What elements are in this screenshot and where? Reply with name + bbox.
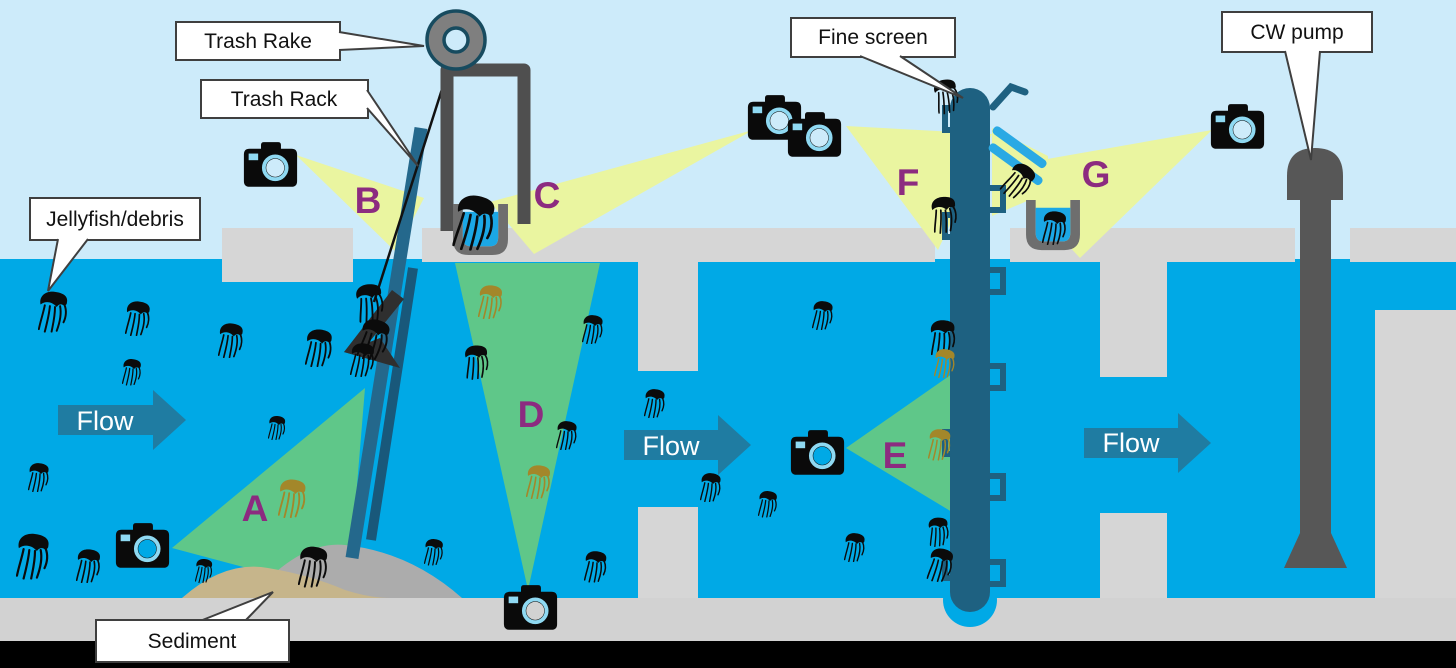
screen-brackets — [942, 105, 1006, 587]
label-camera-g: G — [1082, 154, 1111, 195]
view-cone-e — [846, 374, 952, 512]
wall1-upper — [638, 262, 698, 371]
callout-sediment: Sediment — [95, 591, 290, 663]
label-camera-b: B — [355, 180, 382, 221]
flow-arrow-right — [1084, 413, 1211, 473]
flow-arrow-middle — [624, 415, 751, 475]
wall1-lower — [638, 507, 698, 598]
view-cone-g — [996, 130, 1212, 258]
label-camera-d: D — [518, 394, 545, 435]
cw-pump — [1284, 148, 1347, 568]
label-camera-c: C — [534, 175, 561, 216]
screen-handle — [989, 82, 1029, 111]
view-cone-b — [296, 155, 424, 252]
callout-jellyfish-debris: Jellyfish/debris — [29, 197, 201, 292]
deck-far-right — [1350, 228, 1456, 262]
flow-label-middle: Flow — [642, 431, 700, 461]
pulley-icon — [425, 9, 487, 71]
svg-text:Fine screen: Fine screen — [818, 26, 928, 49]
callout-cw-pump: CW pump — [1221, 11, 1373, 161]
label-camera-f: F — [897, 162, 920, 203]
svg-text:Jellyfish/debris: Jellyfish/debris — [46, 208, 184, 231]
svg-text:CW pump: CW pump — [1250, 21, 1343, 44]
callout-fine-screen: Fine screen — [790, 17, 964, 99]
wall2-lower — [1100, 513, 1167, 598]
rake-cable — [372, 57, 454, 303]
svg-text:Trash Rake: Trash Rake — [204, 30, 312, 53]
deck-left-block — [222, 228, 353, 282]
view-cone-d — [455, 263, 600, 590]
flow-label-left: Flow — [76, 406, 134, 436]
callout-trash-rack: Trash Rack — [200, 79, 419, 167]
label-camera-e: E — [883, 435, 908, 476]
label-camera-a: A — [242, 488, 269, 529]
callout-trash-rake: Trash Rake — [175, 21, 425, 61]
trash-rack-shadow — [366, 267, 418, 541]
gantry-frame — [440, 63, 531, 231]
sediment-mound — [182, 566, 390, 598]
right-wall — [1375, 310, 1456, 598]
view-cone-a — [172, 388, 365, 595]
view-cone-c — [490, 130, 753, 254]
wall2-upper — [1100, 262, 1167, 377]
svg-text:Trash Rack: Trash Rack — [231, 88, 338, 111]
flow-arrow-left — [58, 390, 186, 450]
flow-label-right: Flow — [1102, 428, 1160, 458]
svg-text:Sediment: Sediment — [148, 630, 237, 653]
fine-screen-bar — [950, 88, 990, 612]
